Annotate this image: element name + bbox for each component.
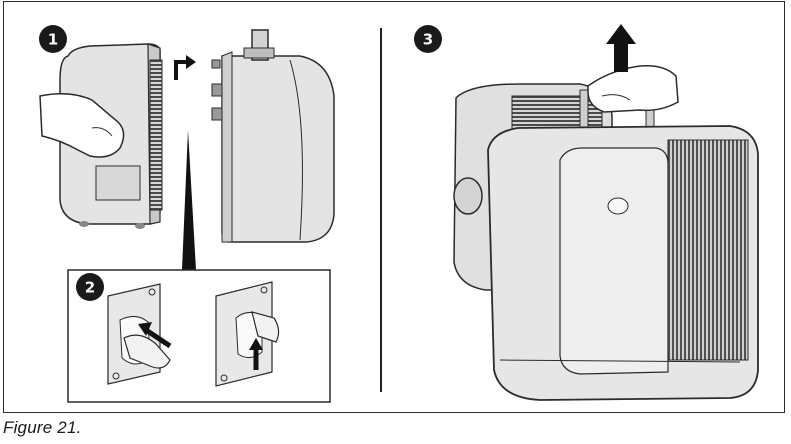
lift-arrow-icon (614, 40, 628, 72)
step-badge-1: 1 (39, 25, 67, 53)
step3-illustration (453, 24, 759, 401)
step-badge-2: 2 (76, 273, 104, 301)
rear-grille (149, 59, 163, 211)
push-arrow-icon (144, 327, 172, 349)
figure-caption: Figure 21. (3, 418, 82, 437)
hand-icon (39, 93, 125, 158)
svg-text:3: 3 (423, 31, 433, 49)
front-grille (667, 139, 749, 361)
front-logo (607, 197, 629, 215)
drain-plug (123, 334, 171, 369)
svg-text:2: 2 (85, 279, 95, 297)
step2-inset (67, 269, 331, 403)
hand-icon (587, 64, 679, 113)
unit-side-view-right (221, 55, 335, 243)
step1-illustration (39, 29, 335, 270)
turn-arrow-icon (174, 60, 188, 80)
step-badge-3: 3 (414, 25, 442, 53)
svg-text:1: 1 (48, 31, 58, 49)
